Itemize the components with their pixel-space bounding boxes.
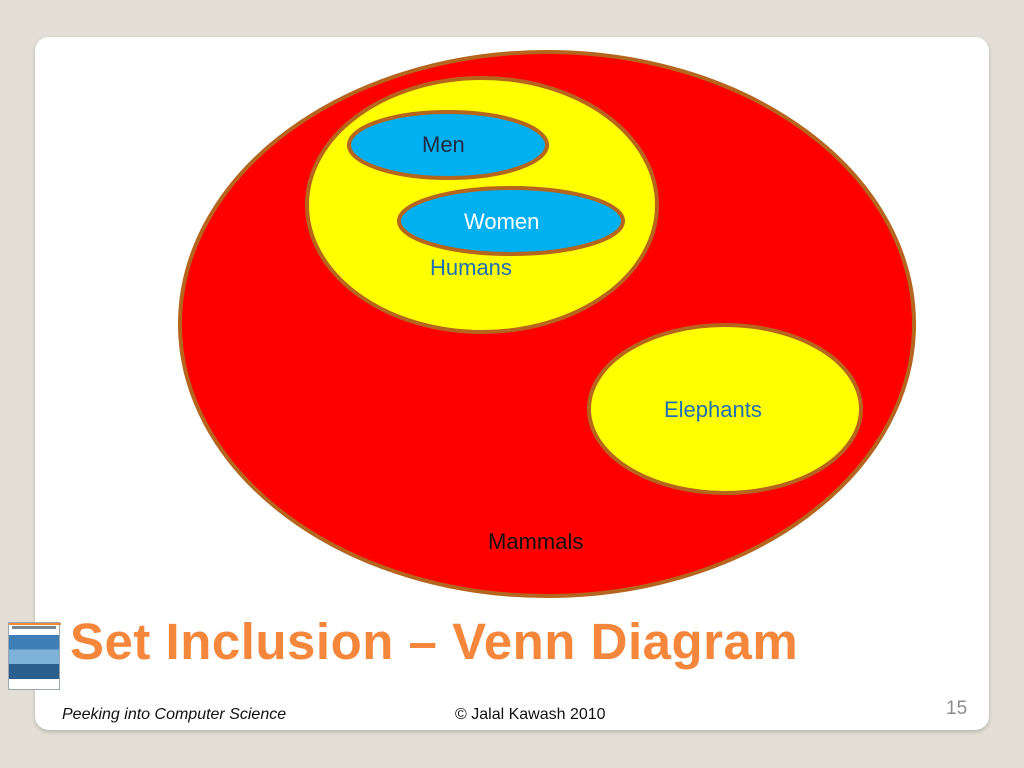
women-label: Women	[464, 209, 540, 234]
humans-label: Humans	[430, 255, 512, 280]
women-set	[397, 186, 625, 256]
mammals-label: Mammals	[488, 529, 584, 554]
book-cover-stripe	[9, 623, 61, 625]
slide-title: Set Inclusion – Venn Diagram	[70, 613, 799, 670]
book-cover-title-bar	[12, 626, 56, 629]
book-cover-image	[8, 622, 61, 690]
elephants-set	[587, 323, 863, 495]
footer-copyright: © Jalal Kawash 2010	[455, 706, 606, 723]
elephants-label: Elephants	[664, 397, 762, 422]
footer-book-title: Peeking into Computer Science	[62, 706, 287, 723]
slide-number: 15	[946, 698, 968, 719]
men-set	[347, 110, 549, 180]
men-label: Men	[422, 132, 465, 157]
